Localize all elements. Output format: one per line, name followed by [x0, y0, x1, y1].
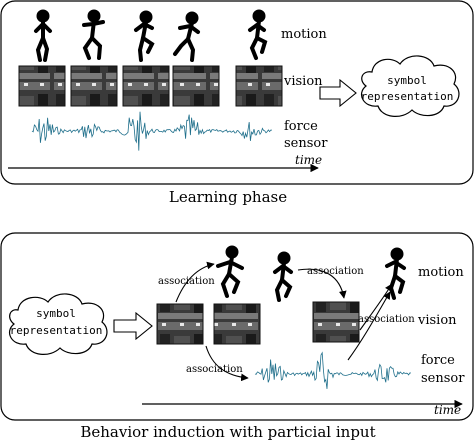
behavior-time-label: time [434, 403, 461, 417]
association-arrow [347, 291, 391, 361]
stick-figure [248, 9, 268, 60]
association-label-2: association [307, 266, 364, 277]
stick-figure [273, 251, 293, 302]
association-arrow [297, 268, 347, 299]
stick-figure [385, 247, 406, 300]
stick-figure [34, 9, 52, 62]
behavior-force-waveform [254, 351, 412, 389]
learning-vision-frames [18, 65, 283, 107]
vision-frame [235, 65, 283, 107]
vision-frame [70, 65, 118, 107]
association-arrow [205, 345, 249, 382]
learning-motion-label: motion [281, 27, 327, 42]
behavior-vision-label: vision [417, 313, 457, 328]
vision-frame [213, 303, 261, 345]
vision-frame [156, 303, 204, 345]
learning-vision-label: vision [283, 74, 323, 89]
behavior-induction-panel: symbol representation [0, 232, 474, 421]
stick-figure [82, 9, 105, 60]
vision-frame [312, 301, 360, 343]
learning-force-label-line2: sensor [284, 136, 328, 151]
learning-time-label: time [295, 153, 322, 167]
learning-symbol-line2: representation [361, 90, 454, 103]
behavior-vision-frames [156, 301, 360, 345]
symbol-to-vision-arrow [113, 311, 153, 341]
association-arrows [175, 261, 393, 382]
learning-force-label-line1: force [284, 119, 318, 134]
behavior-motion-figures [216, 245, 406, 302]
behavior-symbol-cloud [9, 293, 108, 355]
behavior-force-label-line1: force [421, 353, 455, 368]
behavior-symbol-line1: symbol [36, 307, 76, 320]
learning-motion-figures [34, 9, 268, 62]
association-label-4: association [358, 314, 415, 325]
behavior-force-label-line2: sensor [421, 371, 465, 386]
stick-figure [173, 11, 200, 62]
vision-frame [122, 65, 170, 107]
behavior-panel-frame [0, 232, 474, 421]
learning-to-symbol-arrow [319, 78, 357, 108]
learning-force-waveform [31, 111, 273, 151]
association-arrow [359, 283, 393, 331]
learning-phase-caption: Learning phase [169, 188, 287, 206]
association-label-3: association [186, 364, 243, 375]
stick-figure [134, 10, 155, 62]
vision-frame [172, 65, 220, 107]
association-arrow [175, 261, 215, 303]
stick-figure [216, 245, 244, 298]
learning-symbol-cloud [361, 55, 460, 117]
learning-phase-panel: motion vision force sensor time symbol r… [0, 0, 474, 185]
learning-symbol-line1: symbol [387, 74, 427, 87]
association-label-1: association [158, 276, 215, 287]
vision-frame [18, 65, 66, 107]
behavior-induction-caption: Behavior induction with particial input [80, 423, 375, 441]
learning-panel-frame [0, 0, 474, 185]
behavior-motion-label: motion [418, 265, 464, 280]
behavior-symbol-line2: representation [10, 324, 103, 337]
